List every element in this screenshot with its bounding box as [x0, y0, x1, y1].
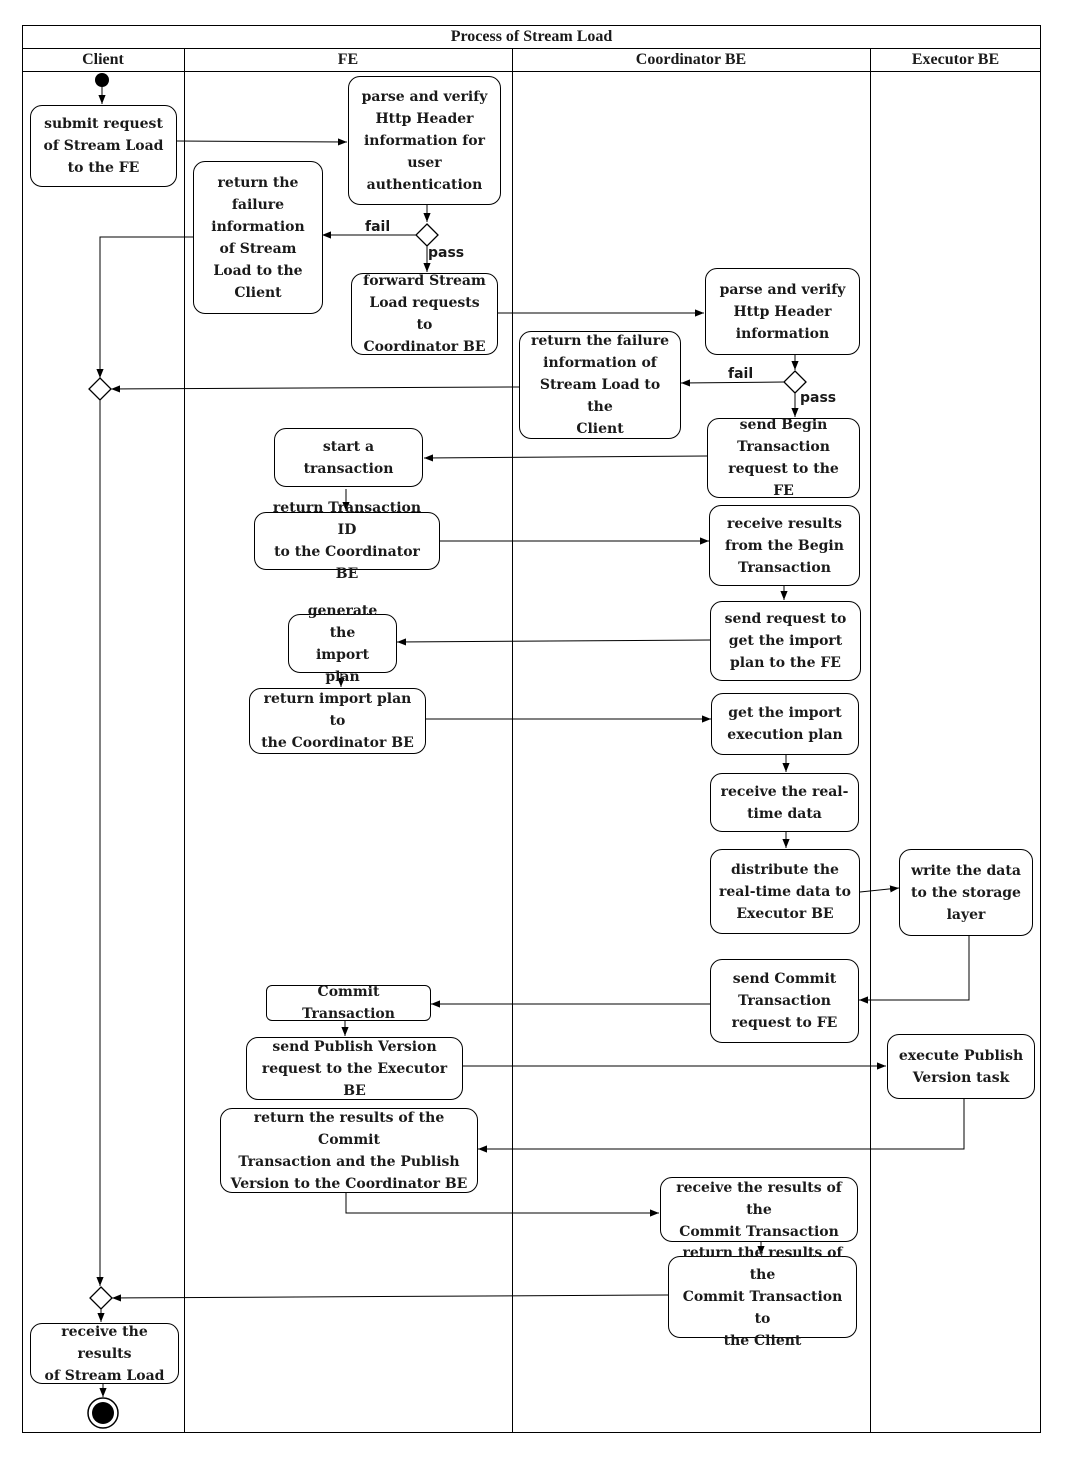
lane-header-executor: Executor BE [911, 51, 1000, 68]
guard-fe-pass: pass [428, 245, 465, 261]
node-return-commit-publish: return the results of the Commit Transac… [220, 1108, 478, 1193]
node-fe-parse-verify: parse and verify Http Header information… [348, 76, 501, 205]
edge-fe-failure-merge [96, 236, 193, 378]
edge-execute-returnresults [478, 1099, 965, 1153]
merge-node-2 [89, 1286, 113, 1310]
edge-begin-start [423, 454, 708, 462]
node-return-txn-id: return Transaction ID to the Coordinator… [254, 500, 440, 582]
node-receive-commit-results: receive the results of the Commit Transa… [660, 1177, 858, 1242]
edge-returnresults-receivecommit [345, 1193, 659, 1217]
lane-header-client: Client [82, 51, 124, 68]
node-receive-realtime: receive the real- time data [710, 773, 859, 832]
guard-be-fail: fail [728, 366, 754, 382]
edge-be-failure-merge [110, 385, 520, 393]
node-receive-stream-results: receive the results of Stream Load [30, 1323, 179, 1384]
decision-fe-auth [415, 223, 439, 247]
node-fe-return-failure: return the failure information of Stream… [193, 161, 323, 314]
node-be-parse-verify: parse and verify Http Header information [705, 268, 860, 355]
lane-header-coordinator: Coordinator BE [635, 51, 747, 68]
node-return-plan: return import plan to the Coordinator BE [249, 688, 426, 754]
node-get-exec-plan: get the import execution plan [711, 693, 859, 755]
header-divider [22, 71, 1041, 72]
node-submit-request: submit request of Stream Load to the FE [30, 105, 177, 187]
edge-write-sendcommit [859, 936, 970, 1004]
initial-node [95, 73, 109, 87]
merge-node-1 [88, 377, 112, 401]
edge-submit-parse [176, 138, 348, 146]
node-be-return-failure: return the failure information of Stream… [519, 331, 681, 439]
node-send-publish: send Publish Version request to the Exec… [246, 1037, 463, 1100]
node-send-plan-request: send request to get the import plan to t… [710, 601, 861, 681]
node-start-txn: start a transaction [274, 428, 423, 487]
final-node-dot [92, 1402, 114, 1424]
node-send-commit: send Commit Transaction request to FE [710, 959, 859, 1043]
node-write-data: write the data to the storage layer [899, 849, 1033, 936]
lane-header-fe: FE [337, 51, 359, 68]
guard-fe-fail: fail [365, 219, 391, 235]
guard-be-pass: pass [800, 390, 837, 406]
node-execute-publish: execute Publish Version task [887, 1034, 1035, 1099]
edge-be-decision-fail [680, 379, 785, 387]
diagram-frame [22, 25, 1041, 1433]
edge-sendplan-generate [396, 638, 711, 646]
node-distribute-data: distribute the real-time data to Executo… [710, 849, 860, 934]
lane-divider-2 [512, 48, 513, 1433]
node-send-begin-txn: send Begin Transaction request to the FE [707, 417, 860, 499]
lane-divider-3 [870, 48, 871, 1433]
node-generate-plan: generate the import plan [288, 603, 397, 685]
edge-distribute-write [859, 885, 900, 893]
node-commit-txn: Commit Transaction [266, 984, 431, 1022]
node-forward-requests: forward Stream Load requests to Coordina… [351, 273, 498, 355]
title-divider [22, 48, 1041, 49]
node-receive-begin-results: receive results from the Begin Transacti… [709, 505, 860, 586]
diagram-title: Process of Stream Load [450, 28, 613, 45]
node-return-commit-client: return the results of the Commit Transac… [668, 1245, 857, 1349]
lane-divider-1 [184, 48, 185, 1433]
edge-returnclient-merge2 [111, 1294, 669, 1302]
